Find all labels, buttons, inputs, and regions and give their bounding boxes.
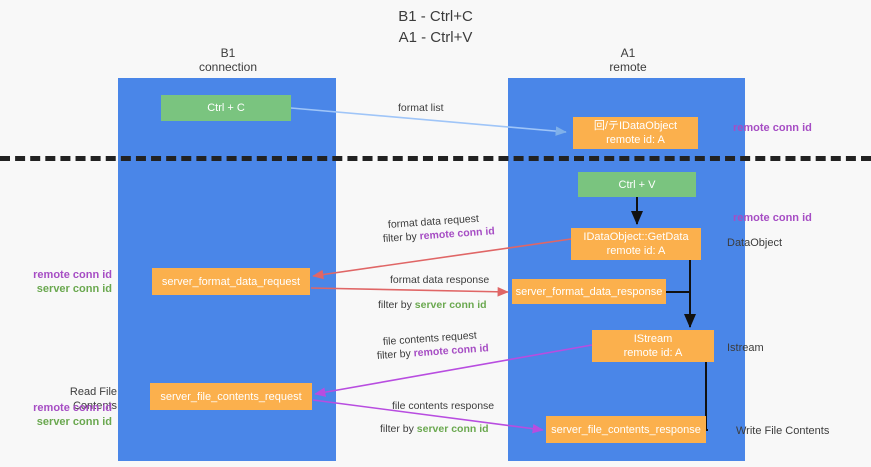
node-server-format-data-response[interactable]: server_format_data_response [512, 279, 666, 304]
column-header-b1: B1 connection [148, 46, 308, 74]
node-server-format-data-response-label: server_format_data_response [515, 285, 663, 298]
filter-key-server-conn-id: server conn id [416, 423, 489, 435]
node-ctrl-v-label: Ctrl + V [618, 178, 656, 191]
edge-label-file-contents-response-filter: filter by server conn id [380, 423, 489, 436]
edge-format-data-response [310, 286, 509, 297]
node-idataobject-line2: remote id: A [606, 134, 665, 146]
left-label-remote-conn-id-1: remote conn id [33, 269, 112, 281]
node-server-format-data-request[interactable]: server_format_data_request [152, 268, 310, 295]
node-idataobject[interactable]: 回/テIDataObject remote id: A [573, 117, 698, 149]
left-label-server-conn-id-1: server conn id [36, 283, 112, 295]
column-header-a1: A1 remote [548, 46, 708, 74]
edge-label-format-data-response-filter: filter by server conn id [378, 299, 487, 312]
right-label-remote-conn-id-mid: remote conn id [733, 212, 812, 224]
edge-file-contents-request [314, 344, 593, 397]
left-label-remote-conn-id-2: remote conn id [33, 402, 112, 414]
edge-format-list [290, 107, 567, 136]
section-divider [0, 156, 871, 161]
title-line-1: B1 - Ctrl+C [398, 8, 473, 25]
node-getdata-line2: remote id: A [606, 245, 666, 257]
node-server-file-contents-response-label: server_file_contents_response [551, 423, 701, 436]
node-ctrl-c-label: Ctrl + C [207, 102, 245, 114]
title-line-2: A1 - Ctrl+V [398, 29, 473, 46]
edge-label-format-list: format list [398, 102, 444, 114]
filter-prefix: filter by [378, 299, 415, 311]
node-getdata[interactable]: IDataObject::GetData remote id: A [571, 228, 701, 260]
page-title: B1 - Ctrl+C A1 - Ctrl+V [0, 6, 871, 48]
node-istream-line1: IStream [633, 333, 673, 345]
right-label-istream: Istream [727, 342, 764, 354]
left-label-read-file-contents: Read File Contents [69, 386, 117, 412]
filter-prefix: filter by [382, 230, 421, 245]
node-server-file-contents-request[interactable]: server_file_contents_request [150, 383, 312, 410]
node-idataobject-line1: 回/テIDataObject [593, 120, 678, 132]
node-server-file-contents-response[interactable]: server_file_contents_response [546, 416, 706, 443]
edge-file-contents-response [312, 399, 544, 434]
node-ctrl-c[interactable]: Ctrl + C [161, 95, 291, 121]
edge-istream-down [705, 362, 708, 431]
filter-prefix: filter by [376, 347, 415, 362]
left-label-conn-ids-top: remote conn id server conn id [20, 268, 112, 296]
node-server-format-data-request-label: server_format_data_request [161, 275, 301, 288]
column-header-a1-name: A1 [620, 46, 636, 60]
edge-label-file-contents-response: file contents response [392, 400, 495, 412]
column-header-b1-name: B1 [220, 46, 236, 60]
edge-label-format-data-response: format data response [390, 274, 490, 286]
left-label-server-conn-id-2: server conn id [36, 416, 112, 428]
filter-prefix: filter by [380, 423, 417, 435]
edge-format-data-request [312, 238, 572, 280]
right-label-write-file-contents: Write File Contents [736, 425, 830, 437]
node-istream[interactable]: IStream remote id: A [592, 330, 714, 362]
node-server-file-contents-request-label: server_file_contents_request [160, 390, 302, 403]
right-label-dataobject: DataObject [727, 237, 783, 249]
column-header-b1-subtitle: connection [198, 60, 258, 74]
filter-key-server-conn-id: server conn id [414, 299, 487, 311]
left-label-conn-ids-bottom: remote conn id server conn id [20, 401, 112, 429]
column-header-a1-subtitle: remote [609, 60, 647, 74]
node-getdata-line1: IDataObject::GetData [583, 231, 689, 243]
node-istream-line2: remote id: A [623, 347, 683, 359]
node-ctrl-v[interactable]: Ctrl + V [578, 172, 696, 197]
right-label-remote-conn-id-top: remote conn id [733, 122, 812, 134]
